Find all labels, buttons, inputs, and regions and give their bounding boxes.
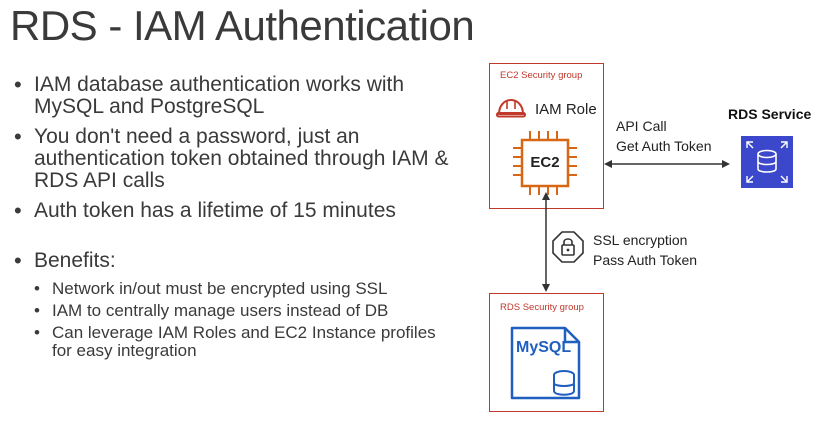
ssl-arrow [542, 192, 550, 292]
bullet-text: IAM database authentication works with M… [34, 73, 405, 118]
benefit-item: • Can leverage IAM Roles and EC2 Instanc… [34, 324, 452, 360]
bullet-dot: • [34, 301, 40, 320]
hard-hat-icon [496, 98, 526, 118]
rds-service-label: RDS Service [728, 106, 812, 122]
database-cylinder-icon [510, 326, 581, 400]
slide-title: RDS - IAM Authentication [10, 2, 475, 49]
benefit-text: IAM to centrally manage users instead of… [52, 301, 389, 320]
ec2-security-group [489, 63, 604, 209]
benefit-text: Can leverage IAM Roles and EC2 Instance … [52, 323, 436, 360]
bullet-dot: • [34, 323, 40, 342]
rds-security-group-label: RDS Security group [500, 302, 584, 313]
bullet-item: • You don't need a password, just an aut… [12, 126, 452, 192]
bullet-dot: • [14, 198, 22, 223]
benefits-label: Benefits: [34, 249, 116, 272]
ec2-label: EC2 [530, 154, 560, 171]
bullet-dot: • [34, 279, 40, 298]
benefits-heading: • Benefits: [12, 250, 452, 272]
api-call-arrow [604, 160, 730, 168]
bullet-text: Auth token has a lifetime of 15 minutes [34, 199, 396, 222]
bullet-list: • IAM database authentication works with… [12, 74, 452, 364]
benefit-item: • Network in/out must be encrypted using… [34, 280, 452, 298]
ssl-encryption-label: SSL encryption [593, 232, 688, 248]
benefit-item: • IAM to centrally manage users instead … [34, 302, 452, 320]
api-call-label: API Call [616, 118, 667, 134]
bullet-dot: • [14, 248, 22, 273]
bullet-dot: • [14, 72, 22, 97]
ec2-security-group-label: EC2 Security group [500, 70, 583, 81]
get-auth-token-label: Get Auth Token [616, 138, 712, 154]
pass-auth-token-label: Pass Auth Token [593, 252, 698, 268]
mysql-label: MySQL [516, 339, 572, 356]
bullet-dot: • [14, 124, 22, 149]
rds-database-icon [741, 136, 793, 188]
iam-role-label: IAM Role [535, 101, 597, 118]
bullet-item: • IAM database authentication works with… [12, 74, 452, 118]
ec2-chip-icon [513, 131, 577, 195]
bullet-text: You don't need a password, just an authe… [34, 125, 449, 192]
benefits-list: • Network in/out must be encrypted using… [34, 280, 452, 360]
benefit-text: Network in/out must be encrypted using S… [52, 279, 388, 298]
bullet-item: • Auth token has a lifetime of 15 minute… [12, 200, 452, 222]
padlock-icon [552, 231, 584, 263]
